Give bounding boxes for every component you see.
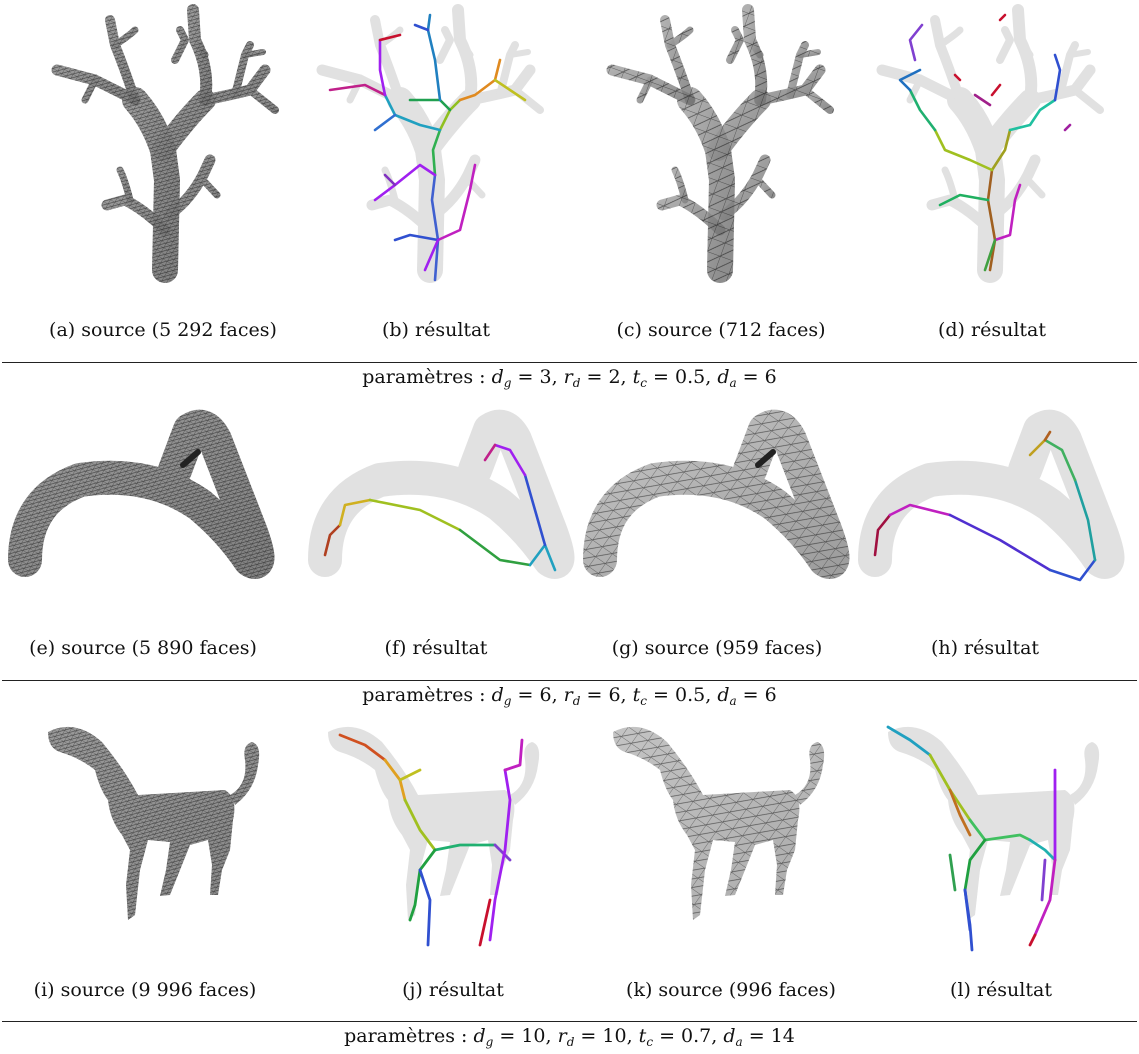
panel-i-dog-source (30, 0, 290, 1054)
caption-i: (i) source (9 996 faces) (33, 979, 257, 1001)
param-tc: 0.5 (675, 684, 706, 706)
tube-skeleton-result-coarse (850, 0, 1139, 582)
params-row-1: paramètres : dg = 3, rd = 2, tc = 0.5, d… (362, 366, 777, 390)
panel-l-dog-result-coarse (870, 0, 1130, 1054)
tube-skeleton-result (300, 0, 600, 1054)
param-tc: 0.7 (681, 1025, 712, 1047)
caption-e: (e) source (5 890 faces) (29, 637, 257, 659)
dog-mesh-coarse (613, 726, 825, 920)
caption-b: (b) résultat (381, 319, 491, 341)
caption-d: (d) résultat (937, 319, 1047, 341)
param-da: 6 (764, 684, 777, 706)
panel-h-tube-result-coarse (850, 0, 1139, 1054)
panel-g-tube-source-coarse (575, 0, 875, 1054)
param-dg: 10 (521, 1025, 546, 1047)
dog-skeleton-result-coarse (886, 725, 1100, 952)
caption-c: (c) source (712 faces) (616, 319, 826, 341)
param-tc: 0.5 (675, 366, 706, 388)
panel-j-dog-result (310, 0, 570, 1054)
tube-mesh-coarse (575, 0, 875, 1054)
param-da: 6 (764, 366, 777, 388)
dog-mesh-dense (48, 726, 260, 920)
param-dg: 6 (539, 684, 552, 706)
separator-rule-1 (2, 362, 1137, 363)
param-dg: 3 (539, 366, 552, 388)
param-rd: 2 (608, 366, 621, 388)
params-prefix: paramètres : (362, 366, 492, 388)
caption-k: (k) source (996 faces) (626, 979, 836, 1001)
caption-l: (l) résultat (950, 979, 1052, 1001)
param-rd: 10 (602, 1025, 627, 1047)
panel-e-tube-source (0, 0, 300, 1054)
caption-g: (g) source (959 faces) (611, 637, 823, 659)
dog-skeleton-result (328, 726, 540, 947)
panel-b-tree-result (300, 0, 560, 290)
tube-mesh-dense (0, 0, 300, 1054)
panel-d-tree-result-coarse (860, 0, 1120, 290)
caption-f: (f) résultat (384, 637, 488, 659)
params-row-3: paramètres : dg = 10, rd = 10, tc = 0.7,… (344, 1025, 795, 1049)
panel-k-dog-source-coarse (595, 0, 855, 1054)
separator-rule-3 (2, 1021, 1137, 1022)
params-row-2: paramètres : dg = 6, rd = 6, tc = 0.5, d… (362, 684, 777, 708)
separator-rule-2 (2, 680, 1137, 681)
caption-j: (j) résultat (402, 979, 504, 1001)
caption-h: (h) résultat (930, 637, 1040, 659)
caption-a: (a) source (5 292 faces) (49, 319, 277, 341)
tree-skeleton-result-coarse (860, 0, 1120, 290)
panel-f-tube-result (300, 0, 600, 1054)
param-da: 14 (770, 1025, 795, 1047)
params-prefix: paramètres : (344, 1025, 474, 1047)
param-rd: 6 (608, 684, 621, 706)
params-prefix: paramètres : (362, 684, 492, 706)
tree-skeleton-result (300, 0, 560, 290)
